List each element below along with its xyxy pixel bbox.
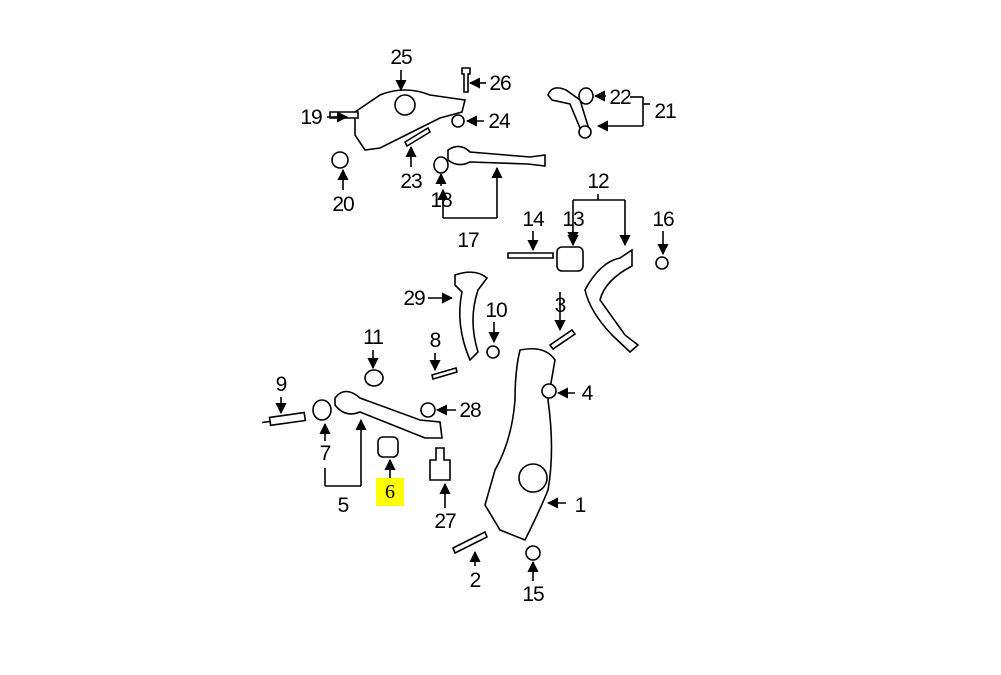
callout-22[interactable]: 22 [609, 86, 632, 109]
callout-21[interactable]: 21 [654, 100, 677, 123]
callout-20[interactable]: 20 [332, 193, 355, 216]
callout-10[interactable]: 10 [485, 299, 508, 322]
callout-2[interactable]: 2 [470, 569, 482, 592]
callout-16[interactable]: 16 [652, 208, 675, 231]
part-lower-arm-12 [584, 248, 640, 354]
callout-19[interactable]: 19 [300, 106, 323, 129]
part-knuckle-1 [484, 347, 556, 542]
part-nut-10 [486, 345, 500, 359]
callout-6[interactable]: 6 [385, 481, 395, 503]
part-balljoint-21 [578, 125, 592, 139]
part-upper-arm-17 [447, 145, 546, 167]
callout-8[interactable]: 8 [430, 329, 442, 352]
callout-5[interactable]: 5 [338, 494, 350, 517]
callout-7[interactable]: 7 [320, 442, 332, 465]
part-nut-20 [331, 151, 349, 169]
part-knuckle-hub [518, 463, 548, 493]
callout-labels: 1234567891011121314151617181920212223242… [276, 46, 677, 606]
part-bushing-18 [433, 156, 449, 174]
part-nut-16 [655, 256, 669, 270]
part-bolt-14 [507, 252, 554, 259]
callout-17[interactable]: 17 [457, 229, 480, 252]
part-bushing-13 [556, 246, 584, 272]
callout-18[interactable]: 18 [430, 189, 453, 212]
callout-14[interactable]: 14 [522, 208, 546, 231]
callout-25[interactable]: 25 [390, 46, 413, 69]
callout-24[interactable]: 24 [488, 110, 512, 133]
highlight-box [376, 478, 404, 506]
part-bushing-22 [578, 87, 594, 105]
part-balljoint-27 [429, 447, 451, 481]
part-bolt-8 [431, 366, 458, 381]
callout-23[interactable]: 23 [400, 170, 423, 193]
parts-drawing [262, 67, 669, 561]
part-bracket-hole [394, 94, 416, 116]
part-bolt-9 [262, 411, 307, 427]
part-nut-28 [420, 402, 436, 418]
callout-9[interactable]: 9 [276, 373, 288, 396]
callout-27[interactable]: 27 [434, 510, 457, 533]
part-nut-15 [525, 545, 541, 561]
callout-11[interactable]: 11 [363, 326, 384, 349]
part-bushing-7 [312, 399, 332, 421]
part-bolt-3 [548, 328, 577, 351]
callout-12[interactable]: 12 [587, 170, 610, 193]
part-bushing-11 [364, 369, 384, 387]
part-bolt-2 [451, 530, 489, 555]
callout-28[interactable]: 28 [459, 399, 482, 422]
part-bolt-23 [403, 126, 432, 148]
leader-lines [275, 70, 669, 581]
callout-13[interactable]: 13 [562, 208, 585, 231]
part-bolt-26 [461, 67, 471, 93]
callout-1[interactable]: 1 [575, 494, 587, 517]
callout-3[interactable]: 3 [555, 294, 567, 317]
part-nut-4 [541, 383, 557, 399]
part-bracket-29 [454, 271, 489, 362]
callout-26[interactable]: 26 [489, 72, 512, 95]
callout-4[interactable]: 4 [582, 382, 595, 405]
part-nut-24 [451, 114, 465, 128]
part-bracket [354, 89, 466, 151]
part-lower-arm-5 [334, 390, 443, 439]
part-bushing-6 [377, 436, 399, 458]
callout-29[interactable]: 29 [403, 287, 426, 310]
part-arm-21 [547, 87, 590, 129]
callout-15[interactable]: 15 [522, 583, 545, 606]
